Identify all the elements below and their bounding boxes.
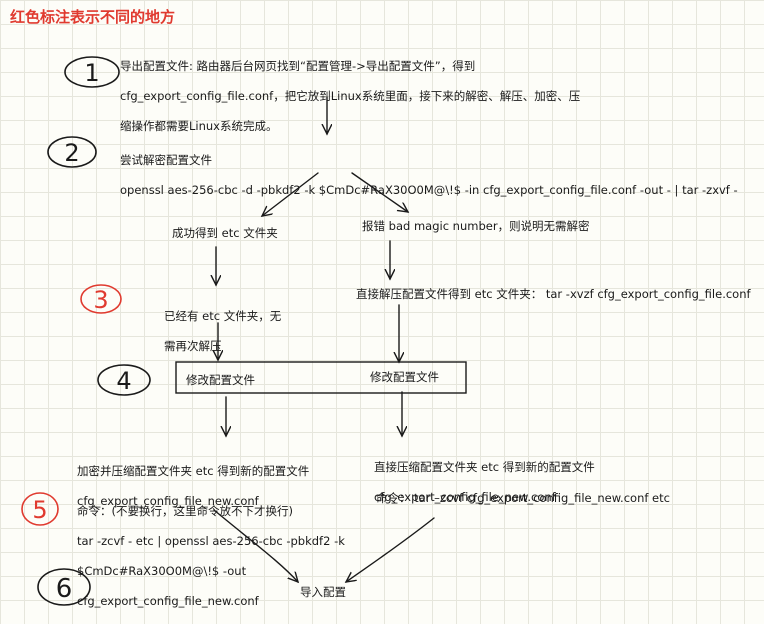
branch-left-label: 成功得到 etc 文件夹 <box>172 226 278 240</box>
step2-heading: 尝试解密配置文件 <box>120 153 212 167</box>
left-command: 命令：(不要换行，这里命令放不下才换行) tar -zcvf - etc | o… <box>77 504 345 608</box>
arrow-left-to-final <box>213 509 298 582</box>
step-number-3: 3 <box>80 284 122 314</box>
right-note: 直接解压配置文件得到 etc 文件夹： tar -xvzf cfg_export… <box>356 287 751 301</box>
step2-text: 尝试解密配置文件 openssl aes-256-cbc -d -pbkdf2 … <box>120 138 760 213</box>
modify-config-box <box>175 361 467 394</box>
step1-line: 导出配置文件: 路由器后台网页找到“配置管理->导出配置文件”，得到 <box>120 59 476 73</box>
step-number-4-text: 4 <box>116 367 131 395</box>
arrow-to-success-branch <box>262 172 319 216</box>
final-step-label: 导入配置 <box>300 585 346 599</box>
arrow-right-to-final <box>346 517 435 582</box>
branch-right-label: 报错 bad magic number，则说明无需解密 <box>362 219 590 233</box>
step-number-6: 6 <box>37 568 91 606</box>
step2-command: openssl aes-256-cbc -d -pbkdf2 -k $CmDc#… <box>120 183 738 197</box>
step-number-1-text: 1 <box>84 59 99 87</box>
left-note: 已经有 etc 文件夹，无 需再次解压 <box>164 309 282 353</box>
step-number-4: 4 <box>97 364 151 396</box>
step-number-2: 2 <box>47 136 97 168</box>
step-number-2-text: 2 <box>64 139 79 167</box>
step-number-1: 1 <box>64 56 120 88</box>
box-right-label: 修改配置文件 <box>370 370 439 384</box>
right-command: 命令： tar –zcvf cfg_export_config_file_new… <box>376 491 670 505</box>
step-number-6-text: 6 <box>56 574 73 604</box>
arrow-to-error-branch <box>351 172 408 212</box>
box-left-label: 修改配置文件 <box>186 373 255 387</box>
step-number-5: 5 <box>21 492 59 526</box>
page-title: 红色标注表示不同的地方 <box>10 8 176 26</box>
step1-line: 缩操作都需要Linux系统完成。 <box>120 119 278 133</box>
step1-text: 导出配置文件: 路由器后台网页找到“配置管理->导出配置文件”，得到 cfg_e… <box>120 44 720 149</box>
right-result: 直接压缩配置文件夹 etc 得到新的配置文件 cfg_export_config… <box>374 460 595 504</box>
left-result: 加密并压缩配置文件夹 etc 得到新的配置文件 cfg_export_confi… <box>77 464 310 508</box>
step-number-3-text: 3 <box>93 286 108 314</box>
step1-line: cfg_export_config_file.conf，把它放到Linux系统里… <box>120 89 581 103</box>
step-number-5-text: 5 <box>32 496 47 524</box>
